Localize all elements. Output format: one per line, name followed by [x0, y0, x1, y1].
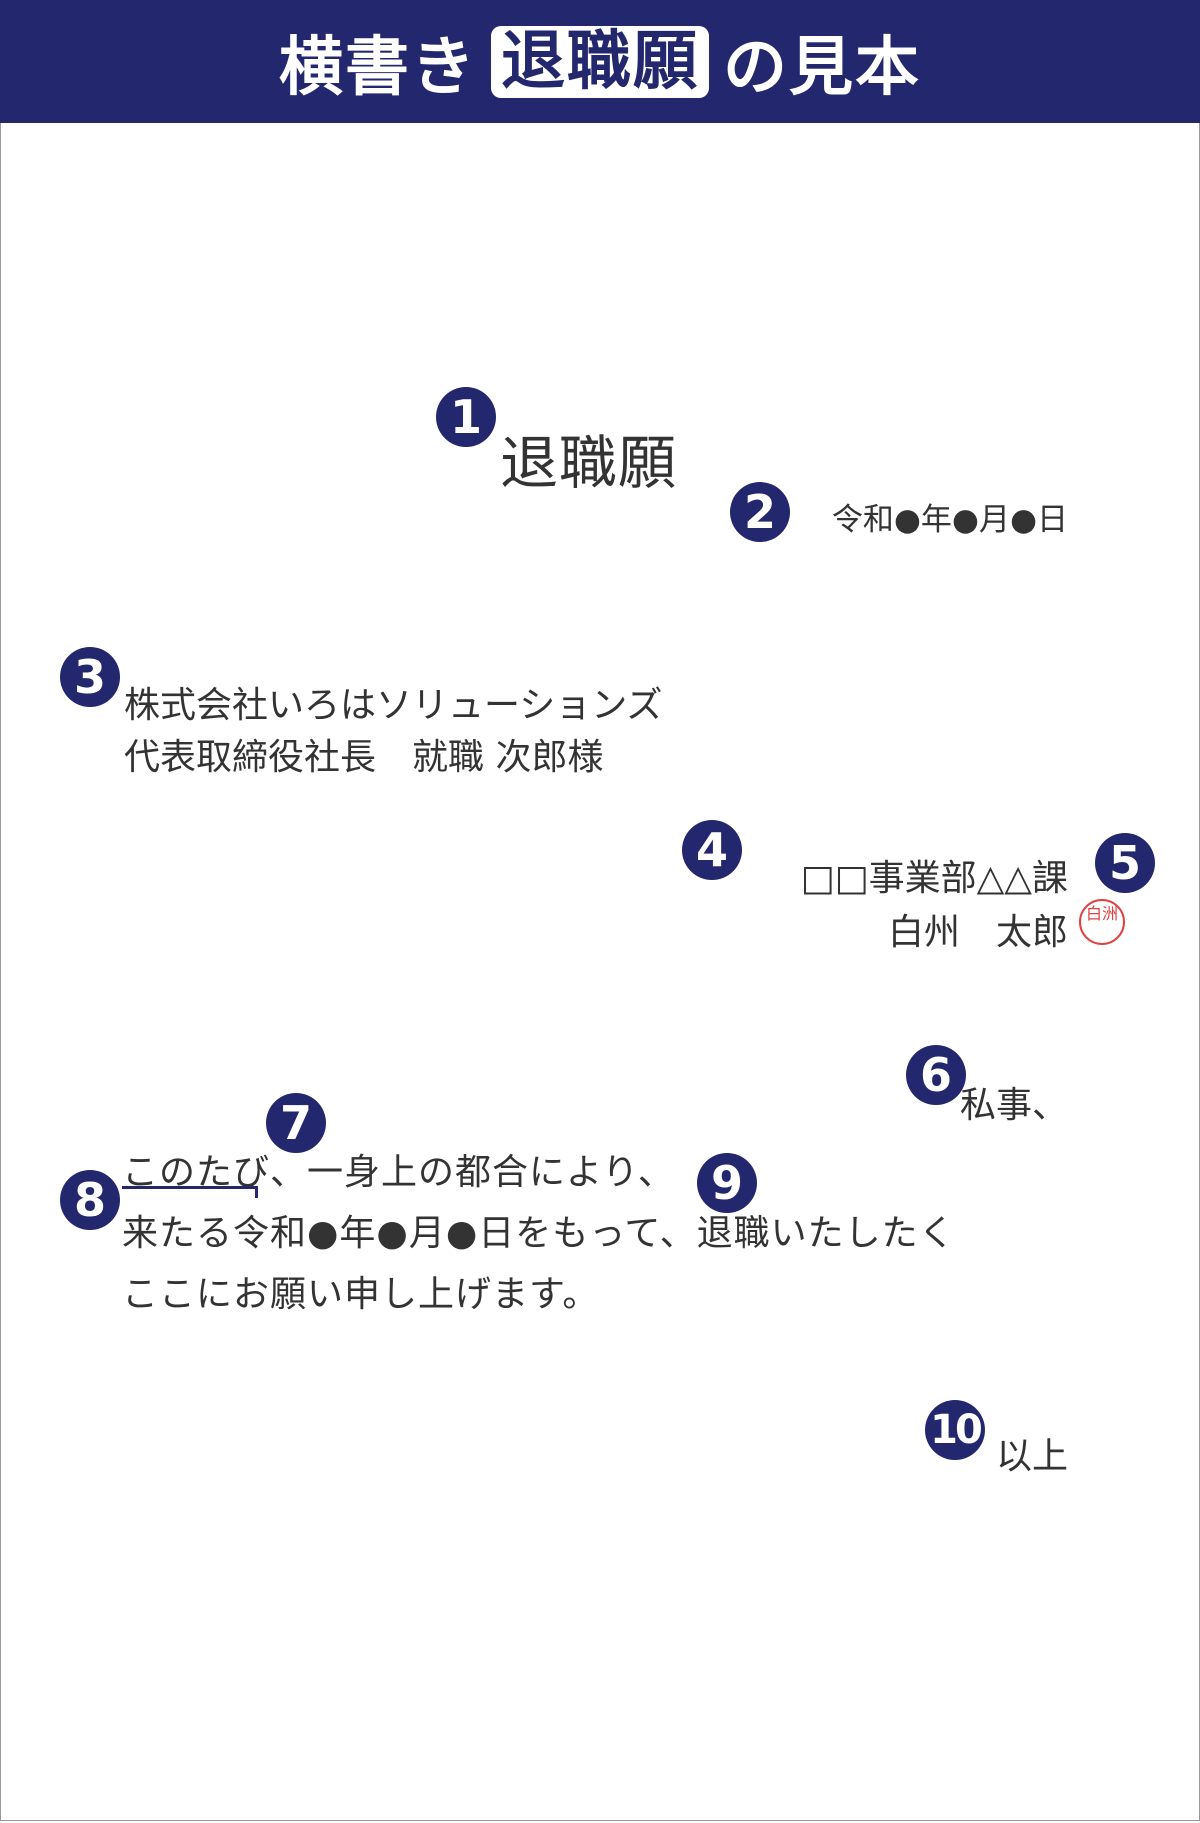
document-title: 退職願: [500, 429, 678, 497]
marker-7: 7: [266, 1093, 326, 1153]
sender-name: 白州 太郎: [887, 912, 1068, 953]
banner-title-suffix: の見本: [723, 30, 921, 105]
banner-title-highlight: 退職願: [491, 25, 709, 98]
header-banner: 横書き 退職願 の見本: [0, 0, 1200, 123]
opening-phrase: 私事、: [959, 1085, 1068, 1126]
sender-department: □□事業部△△課: [800, 858, 1068, 899]
marker-5: 5: [1095, 833, 1155, 893]
banner-title-prefix: 横書き: [279, 30, 477, 105]
document-sheet: [0, 123, 1200, 1821]
marker-4: 4: [682, 820, 742, 880]
marker-1: 1: [436, 387, 496, 447]
marker-6: 6: [906, 1045, 966, 1105]
recipient-company: 株式会社いろはソリューションズ: [124, 685, 663, 726]
closing-word: 以上: [995, 1436, 1068, 1477]
document-date: 令和●年●月●日: [831, 502, 1068, 538]
seal-stamp: 白洲: [1079, 899, 1125, 945]
marker-2: 2: [730, 482, 790, 542]
marker-8: 8: [60, 1170, 120, 1230]
body-line-3: ここにお願い申し上げます。: [122, 1274, 600, 1315]
body-line-2: 来たる令和●年●月●日をもって、退職いたしたく: [122, 1213, 956, 1254]
marker-10: 10: [925, 1400, 985, 1460]
recipient-person: 代表取締役社長 就職 次郎様: [124, 737, 604, 778]
marker-3: 3: [60, 647, 120, 707]
underline-bracket: [122, 1186, 258, 1198]
marker-9: 9: [697, 1153, 757, 1213]
